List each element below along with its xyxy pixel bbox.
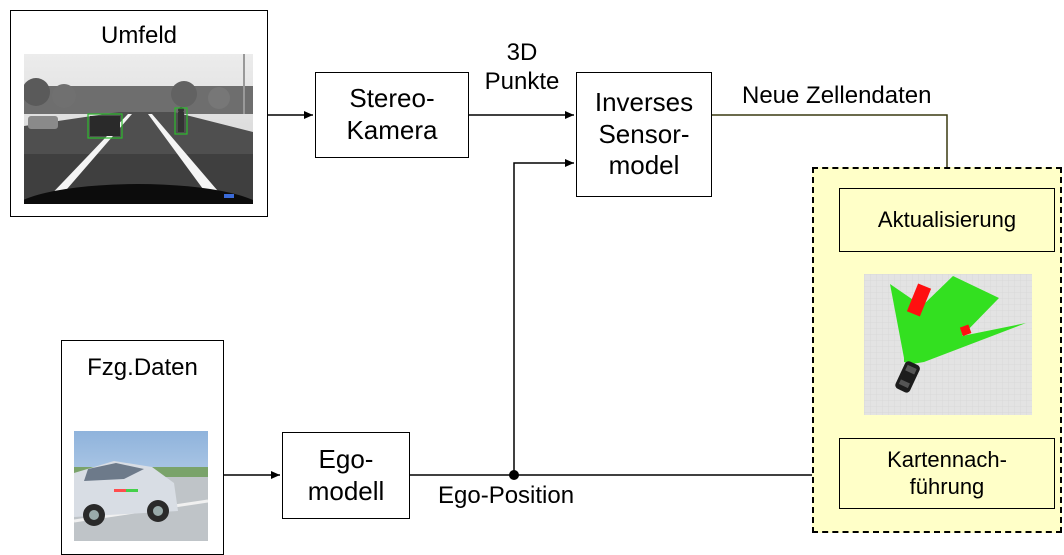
stereo-kamera-label: Stereo- Kamera — [346, 83, 438, 145]
aktualisierung-block: Aktualisierung — [839, 188, 1055, 252]
arrow-egoposition-to-sensormodel — [513, 159, 574, 475]
occupancy-map — [864, 274, 1032, 415]
punkte-label: 3D Punkte — [484, 38, 560, 95]
egomodell-label: Ego- modell — [307, 443, 385, 506]
fzg-daten-title: Fzg.Daten — [87, 354, 198, 382]
junction-dot — [509, 470, 519, 480]
inverses-sensormodel-block: Inverses Sensor- model — [576, 72, 712, 197]
umfeld-block: Umfeld — [10, 10, 268, 217]
fzg-daten-block: Fzg.Daten — [61, 340, 224, 555]
aktualisierung-label: Aktualisierung — [877, 206, 1017, 232]
arrow-sensormodel-to-aktualisierung — [712, 114, 951, 186]
ego-position-label: Ego-Position — [438, 482, 575, 510]
umfeld-title: Umfeld — [100, 22, 178, 50]
neue-zellendaten-label: Neue Zellendaten — [742, 82, 932, 110]
kartennachfuehrung-block: Kartennach- führung — [839, 438, 1055, 509]
kartennachfuehrung-label: Kartennach- führung — [887, 446, 1007, 499]
free-space-area — [890, 276, 1026, 364]
camera-view-image — [24, 54, 253, 204]
inverses-sensormodel-label: Inverses Sensor- model — [594, 86, 694, 181]
occupied-cell-small — [959, 324, 972, 337]
vehicle-photo — [74, 431, 208, 541]
occupied-cell-large — [906, 283, 932, 317]
car-icon — [895, 361, 920, 393]
stereo-kamera-block: Stereo- Kamera — [315, 72, 469, 158]
egomodell-block: Ego- modell — [282, 432, 410, 519]
